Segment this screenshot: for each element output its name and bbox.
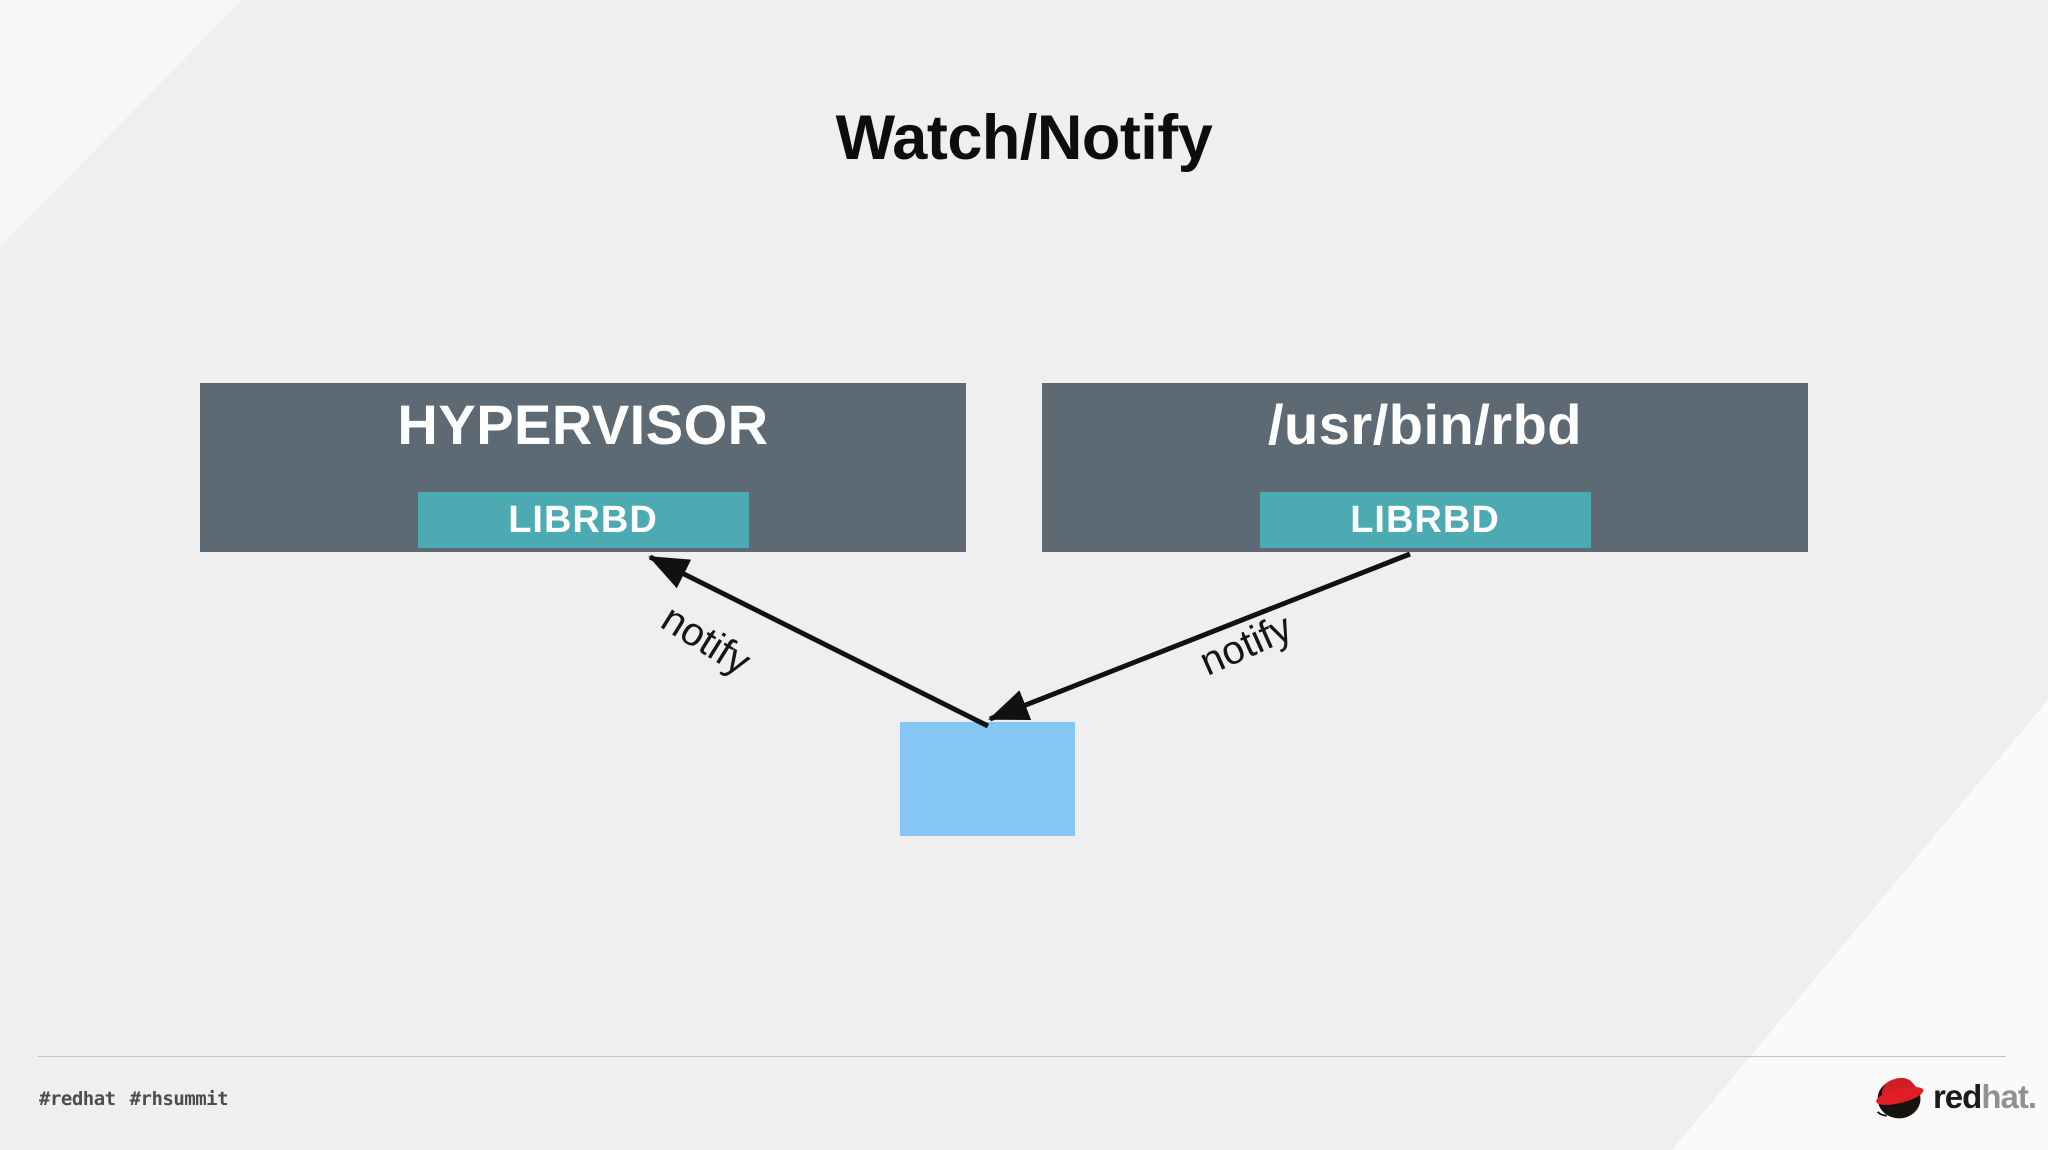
hashtag-rhsummit: #rhsummit xyxy=(129,1088,229,1110)
node-hypervisor-title: HYPERVISOR xyxy=(397,393,769,456)
hashtag-redhat: #redhat xyxy=(39,1088,116,1110)
watched-object-box xyxy=(900,722,1075,836)
node-usr-bin-rbd: /usr/bin/rbd LIBRBD xyxy=(1042,383,1808,552)
node-hypervisor: HYPERVISOR LIBRBD xyxy=(200,383,966,552)
redhat-logo-text: redhat. xyxy=(1932,1077,2037,1115)
redhat-fedora-icon xyxy=(1876,1077,1924,1119)
node-hypervisor-librbd-badge: LIBRBD xyxy=(417,492,749,548)
redhat-logo: redhat. xyxy=(1872,1070,2037,1122)
node-usr-bin-rbd-title: /usr/bin/rbd xyxy=(1268,393,1582,456)
redhat-logo-text-red: red xyxy=(1932,1077,1982,1115)
background-triangle-bottom-right xyxy=(1672,700,2048,1150)
footer-divider xyxy=(38,1056,2006,1057)
redhat-logo-text-hat: hat. xyxy=(1981,1077,2037,1115)
node-usr-bin-rbd-librbd-badge: LIBRBD xyxy=(1259,492,1591,548)
page-title: Watch/Notify xyxy=(835,103,1213,173)
background-triangle-top-left xyxy=(0,0,242,247)
footer-hashtags: #redhat #rhsummit xyxy=(39,1088,229,1110)
